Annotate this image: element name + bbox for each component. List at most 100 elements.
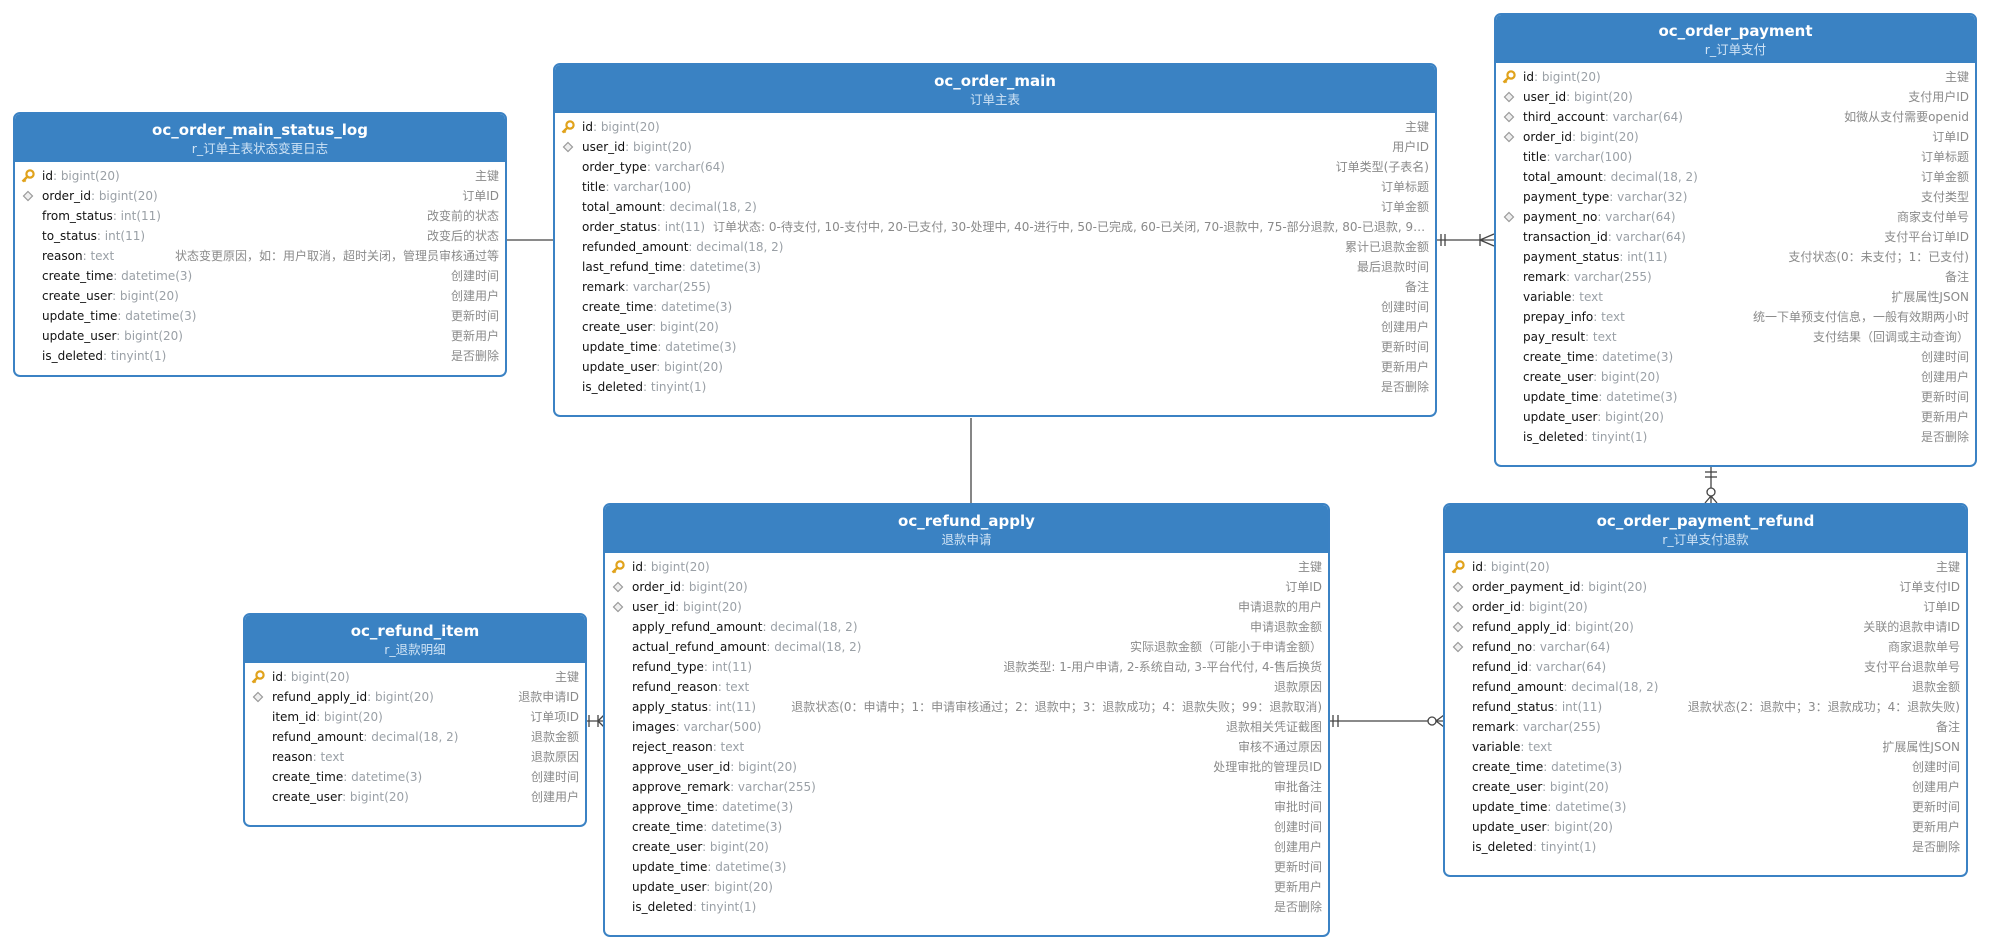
field-row[interactable]: payment_no: varchar(64)商家支付单号	[1496, 207, 1975, 227]
field-row[interactable]: remark: varchar(255)备注	[1445, 717, 1966, 737]
field-row[interactable]: order_payment_id: bigint(20)订单支付ID	[1445, 577, 1966, 597]
field-type: bigint(20)	[1573, 90, 1633, 104]
field-row[interactable]: id: bigint(20)主键	[555, 117, 1435, 137]
field-row[interactable]: id: bigint(20)主键	[15, 166, 505, 186]
field-row[interactable]: is_deleted: tinyint(1)是否删除	[15, 346, 505, 366]
table-oc-order-payment[interactable]: oc_order_payment r_订单支付 id: bigint(20)主键…	[1494, 13, 1977, 467]
field-row[interactable]: order_id: bigint(20)订单ID	[605, 577, 1328, 597]
field-name: pay_result	[1523, 330, 1586, 344]
field-row[interactable]: user_id: bigint(20)用户ID	[555, 137, 1435, 157]
field-row[interactable]: create_user: bigint(20)创建用户	[15, 286, 505, 306]
field-row[interactable]: order_id: bigint(20)订单ID	[15, 186, 505, 206]
field-row[interactable]: update_time: datetime(3)更新时间	[1496, 387, 1975, 407]
key-icon	[1502, 70, 1516, 84]
field-row[interactable]: transaction_id: varchar(64)支付平台订单ID	[1496, 227, 1975, 247]
field-row[interactable]: remark: varchar(255)备注	[555, 277, 1435, 297]
field-row[interactable]: refund_status: int(11)退款状态(2：退款中；3：退款成功；…	[1445, 697, 1966, 717]
field-row[interactable]: create_time: datetime(3)创建时间	[245, 767, 585, 787]
field-row[interactable]: to_status: int(11)改变后的状态	[15, 226, 505, 246]
field-row[interactable]: order_id: bigint(20)订单ID	[1496, 127, 1975, 147]
field-row[interactable]: item_id: bigint(20)订单项ID	[245, 707, 585, 727]
field-comment: 支付结果（回调或主动查询）	[1812, 330, 1969, 344]
field-row[interactable]: order_status: int(11)订单状态: 0-待支付, 10-支付中…	[555, 217, 1435, 237]
field-row[interactable]: apply_status: int(11)退款状态(0：申请中；1：申请审核通过…	[605, 697, 1328, 717]
field-row[interactable]: payment_type: varchar(32)支付类型	[1496, 187, 1975, 207]
field-row[interactable]: approve_time: datetime(3)审批时间	[605, 797, 1328, 817]
field-row[interactable]: refund_type: int(11)退款类型: 1-用户申请, 2-系统自动…	[605, 657, 1328, 677]
field-row[interactable]: remark: varchar(255)备注	[1496, 267, 1975, 287]
table-oc-order-payment-refund[interactable]: oc_order_payment_refund r_订单支付退款 id: big…	[1443, 503, 1968, 877]
field-row[interactable]: create_time: datetime(3)创建时间	[555, 297, 1435, 317]
diamond-icon	[1502, 90, 1516, 104]
field-row[interactable]: is_deleted: tinyint(1)是否删除	[605, 897, 1328, 917]
field-row[interactable]: id: bigint(20)主键	[1445, 557, 1966, 577]
field-row[interactable]: title: varchar(100)订单标题	[555, 177, 1435, 197]
field-row[interactable]: refund_amount: decimal(18, 2)退款金额	[245, 727, 585, 747]
field-row[interactable]: from_status: int(11)改变前的状态	[15, 206, 505, 226]
field-row[interactable]: third_account: varchar(64)如微从支付需要openid	[1496, 107, 1975, 127]
field-row[interactable]: update_user: bigint(20)更新用户	[555, 357, 1435, 377]
field-row[interactable]: create_user: bigint(20)创建用户	[605, 837, 1328, 857]
field-row[interactable]: update_user: bigint(20)更新用户	[1445, 817, 1966, 837]
field-row[interactable]: order_type: varchar(64)订单类型(子表名)	[555, 157, 1435, 177]
field-row[interactable]: refund_apply_id: bigint(20)关联的退款申请ID	[1445, 617, 1966, 637]
field-row[interactable]: create_time: datetime(3)创建时间	[1496, 347, 1975, 367]
field-row[interactable]: refund_amount: decimal(18, 2)退款金额	[1445, 677, 1966, 697]
field-row[interactable]: total_amount: decimal(18, 2)订单金额	[555, 197, 1435, 217]
field-row[interactable]: create_user: bigint(20)创建用户	[555, 317, 1435, 337]
field-row[interactable]: id: bigint(20)主键	[1496, 67, 1975, 87]
field-row[interactable]: create_user: bigint(20)创建用户	[1445, 777, 1966, 797]
field-row[interactable]: refund_no: varchar(64)商家退款单号	[1445, 637, 1966, 657]
field-comment: 支付平台退款单号	[1863, 660, 1960, 674]
field-row[interactable]: images: varchar(500)退款相关凭证截图	[605, 717, 1328, 737]
field-row[interactable]: update_time: datetime(3)更新时间	[15, 306, 505, 326]
field-name: is_deleted	[42, 349, 104, 363]
table-oc-order-main-status-log[interactable]: oc_order_main_status_log r_订单主表状态变更日志 id…	[13, 112, 507, 377]
field-row[interactable]: refunded_amount: decimal(18, 2)累计已退款金额	[555, 237, 1435, 257]
field-name-wrap: is_deleted: tinyint(1)	[632, 897, 756, 917]
field-row[interactable]: id: bigint(20)主键	[245, 667, 585, 687]
field-name-wrap: refund_type: int(11)	[632, 657, 752, 677]
field-row[interactable]: is_deleted: tinyint(1)是否删除	[1496, 427, 1975, 447]
field-row[interactable]: user_id: bigint(20)申请退款的用户	[605, 597, 1328, 617]
field-row[interactable]: create_time: datetime(3)创建时间	[605, 817, 1328, 837]
field-row[interactable]: update_time: datetime(3)更新时间	[605, 857, 1328, 877]
field-row[interactable]: payment_status: int(11)支付状态(0：未支付；1：已支付)	[1496, 247, 1975, 267]
field-row[interactable]: approve_user_id: bigint(20)处理审批的管理员ID	[605, 757, 1328, 777]
field-row[interactable]: refund_apply_id: bigint(20)退款申请ID	[245, 687, 585, 707]
field-row[interactable]: apply_refund_amount: decimal(18, 2)申请退款金…	[605, 617, 1328, 637]
field-row[interactable]: update_user: bigint(20)更新用户	[1496, 407, 1975, 427]
field-row[interactable]: approve_remark: varchar(255)审批备注	[605, 777, 1328, 797]
field-row[interactable]: create_time: datetime(3)创建时间	[1445, 757, 1966, 777]
field-row[interactable]: refund_id: varchar(64)支付平台退款单号	[1445, 657, 1966, 677]
field-row[interactable]: last_refund_time: datetime(3)最后退款时间	[555, 257, 1435, 277]
field-row[interactable]: is_deleted: tinyint(1)是否删除	[555, 377, 1435, 397]
field-row[interactable]: user_id: bigint(20)支付用户ID	[1496, 87, 1975, 107]
field-row[interactable]: total_amount: decimal(18, 2)订单金额	[1496, 167, 1975, 187]
field-row[interactable]: create_time: datetime(3)创建时间	[15, 266, 505, 286]
field-row[interactable]: title: varchar(100)订单标题	[1496, 147, 1975, 167]
field-row[interactable]: order_id: bigint(20)订单ID	[1445, 597, 1966, 617]
field-separator: :	[1546, 150, 1555, 164]
field-row[interactable]: update_time: datetime(3)更新时间	[555, 337, 1435, 357]
field-row[interactable]: create_user: bigint(20)创建用户	[1496, 367, 1975, 387]
field-row[interactable]: update_time: datetime(3)更新时间	[1445, 797, 1966, 817]
field-row[interactable]: is_deleted: tinyint(1)是否删除	[1445, 837, 1966, 857]
field-name-wrap: order_id: bigint(20)	[1472, 597, 1588, 617]
field-row[interactable]: update_user: bigint(20)更新用户	[15, 326, 505, 346]
field-row[interactable]: id: bigint(20)主键	[605, 557, 1328, 577]
field-row[interactable]: update_user: bigint(20)更新用户	[605, 877, 1328, 897]
field-row[interactable]: create_user: bigint(20)创建用户	[245, 787, 585, 807]
field-row[interactable]: actual_refund_amount: decimal(18, 2)实际退款…	[605, 637, 1328, 657]
